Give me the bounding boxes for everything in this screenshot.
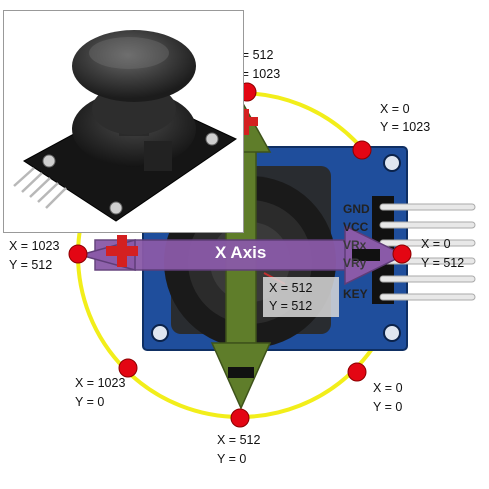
label-top-right-y: Y = 1023 bbox=[380, 120, 431, 134]
label-left-y: Y = 512 bbox=[9, 258, 53, 272]
pin-label-vrx: VRx bbox=[343, 238, 367, 252]
label-bottom-y: Y = 0 bbox=[217, 452, 247, 466]
label-center-x: X = 512 bbox=[269, 281, 313, 295]
position-dot-right bbox=[392, 244, 412, 264]
position-dot-bottom bbox=[230, 408, 250, 428]
pin-label-key: KEY bbox=[343, 287, 368, 301]
plus-marker-top bbox=[232, 109, 258, 135]
label-top-right-x: X = 0 bbox=[380, 102, 410, 116]
position-dot-top-right bbox=[352, 140, 372, 160]
pin-label-vry: VRy bbox=[343, 256, 367, 270]
x-axis-title: X Axis bbox=[215, 243, 267, 262]
label-bottom-x: X = 512 bbox=[217, 433, 261, 447]
position-dot-left bbox=[68, 244, 88, 264]
label-left-x: X = 1023 bbox=[9, 239, 60, 253]
label-bottom-right-x: X = 0 bbox=[373, 381, 403, 395]
plus-marker-left bbox=[106, 235, 138, 267]
pin-label-vcc: VCC bbox=[343, 220, 369, 234]
center-label-box bbox=[263, 277, 339, 317]
joystick-photo-inset bbox=[3, 10, 244, 233]
label-center-y: Y = 512 bbox=[269, 299, 313, 313]
label-bottom-left-y: Y = 0 bbox=[75, 395, 105, 409]
label-bottom-right-y: Y = 0 bbox=[373, 400, 403, 414]
pin-label-gnd: GND bbox=[343, 202, 370, 216]
label-bottom-left-x: X = 1023 bbox=[75, 376, 126, 390]
joystick-photo-image bbox=[13, 30, 238, 222]
x-axis-marker bbox=[352, 249, 380, 261]
label-right-x: X = 0 bbox=[421, 237, 451, 251]
position-dot-bottom-left bbox=[118, 358, 138, 378]
position-dot-bottom-right bbox=[347, 362, 367, 382]
y-axis-marker bbox=[228, 367, 254, 378]
label-right-y: Y = 512 bbox=[421, 256, 465, 270]
